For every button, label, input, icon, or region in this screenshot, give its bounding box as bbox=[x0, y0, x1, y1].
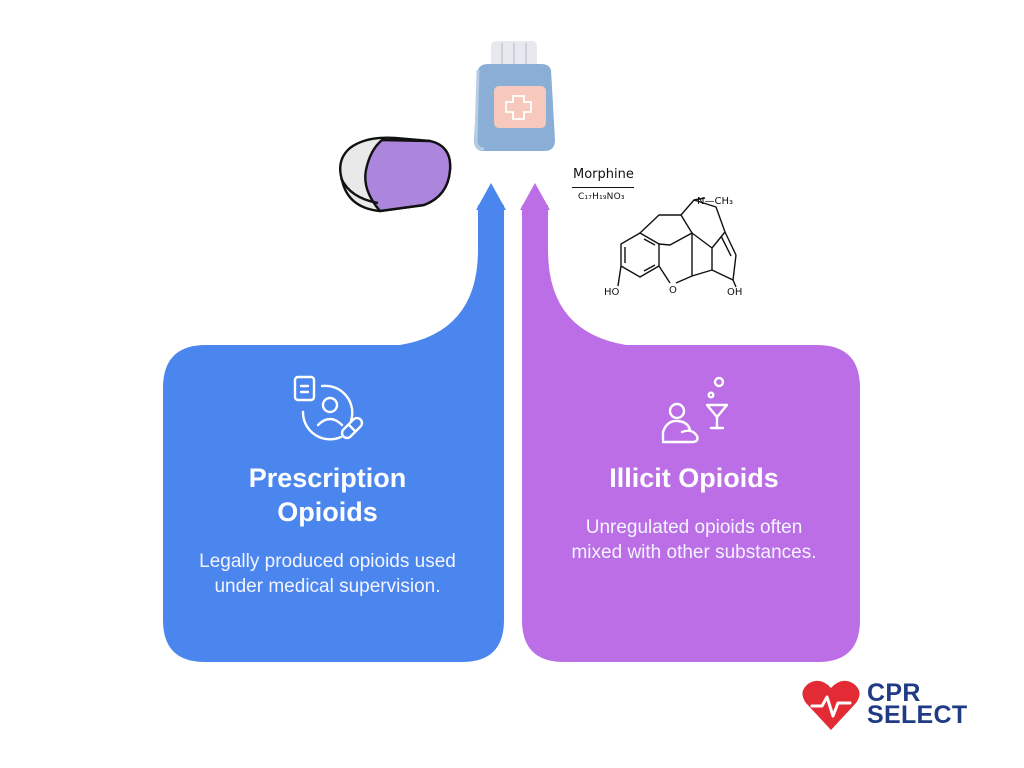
prescription-opioids-description: Legally produced opioids used under medi… bbox=[199, 551, 456, 597]
molecule-name: Morphine bbox=[573, 167, 634, 182]
logo-line2: SELECT bbox=[867, 701, 968, 729]
prescription-title-line2: Opioids bbox=[277, 497, 378, 527]
molecule-ring-oxygen: O bbox=[669, 285, 677, 296]
illicit-opioids-title: Illicit Opioids bbox=[609, 463, 779, 493]
medicine-bottle-icon bbox=[474, 41, 555, 151]
illicit-card-shape bbox=[522, 205, 860, 662]
molecule-hydroxyl-left: HO bbox=[604, 287, 620, 298]
prescription-arrow-head bbox=[476, 183, 506, 210]
cpr-heart-logo-icon bbox=[802, 680, 860, 730]
logo-line1: CPR bbox=[867, 679, 921, 707]
molecule-formula: C₁₇H₁₉NO₃ bbox=[578, 192, 625, 202]
capsule-pill-icon bbox=[339, 136, 452, 213]
molecule-methyl-label: N—CH₃ bbox=[697, 196, 733, 207]
prescription-title-line1: Prescription bbox=[248, 463, 407, 493]
illicit-opioids-description: Unregulated opioids often mixed with oth… bbox=[571, 517, 817, 563]
molecule-hydroxyl-right: OH bbox=[727, 287, 743, 298]
morphine-structure bbox=[617, 197, 737, 288]
prescription-opioids-title: Prescription Opioids bbox=[200, 461, 455, 529]
prescription-card-shape bbox=[163, 205, 504, 662]
cpr-select-logo: CPR SELECT bbox=[867, 679, 968, 729]
person-cocktail-icon bbox=[661, 376, 729, 444]
molecule-divider bbox=[572, 187, 634, 188]
illicit-arrow-head bbox=[520, 183, 550, 210]
prescription-patient-icon bbox=[293, 375, 364, 441]
